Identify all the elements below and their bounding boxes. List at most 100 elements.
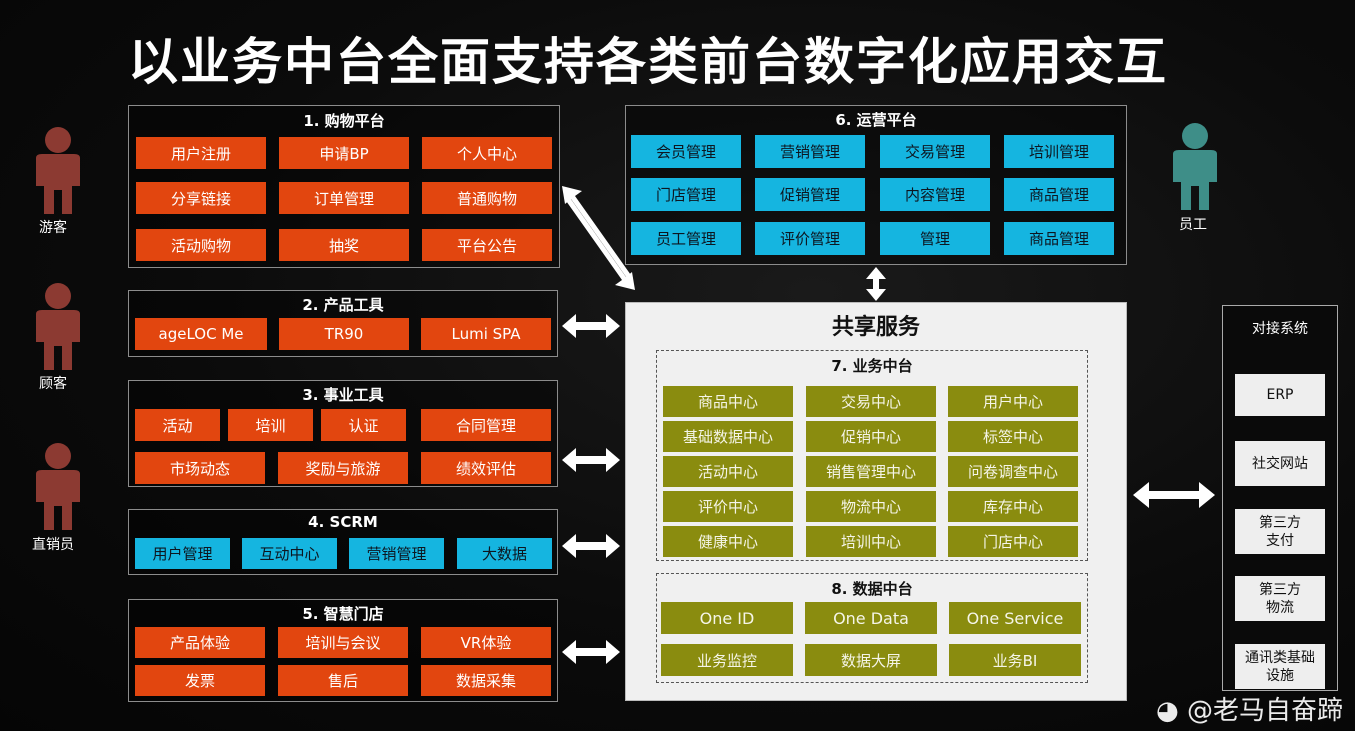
weibo-icon: ◕ — [1156, 696, 1187, 726]
ageloc-me-button[interactable]: ageLOC Me — [135, 318, 267, 350]
erp-button[interactable]: ERP — [1235, 374, 1325, 416]
business-tools-panel: 3. 事业工具 活动 培训 认证 合同管理 市场动态 奖励与旅游 绩效评估 — [128, 380, 558, 487]
rewards-travel-button[interactable]: 奖励与旅游 — [278, 452, 408, 484]
after-sales-button[interactable]: 售后 — [278, 665, 408, 696]
activity-center-button[interactable]: 活动中心 — [663, 456, 793, 487]
staff-management-button[interactable]: 员工管理 — [631, 222, 741, 255]
smart-store-title: 5. 智慧门店 — [302, 605, 384, 623]
business-bi-button[interactable]: 业务BI — [949, 644, 1081, 676]
data-collection-button[interactable]: 数据采集 — [421, 665, 551, 696]
user-center-button[interactable]: 用户中心 — [948, 386, 1078, 417]
integration-arrow-icon — [1133, 482, 1215, 508]
third-party-logistics-button[interactable]: 第三方 物流 — [1235, 576, 1325, 621]
member-management-button[interactable]: 会员管理 — [631, 135, 741, 168]
contract-management-button[interactable]: 合同管理 — [421, 409, 551, 441]
data-mid-title: 8. 数据中台 — [831, 580, 913, 598]
one-service-button[interactable]: One Service — [949, 602, 1081, 634]
transaction-center-button[interactable]: 交易中心 — [806, 386, 936, 417]
operations-platform-title: 6. 运营平台 — [835, 111, 917, 129]
product-tools-arrow-icon — [562, 314, 620, 338]
product-management-button[interactable]: 商品管理 — [1004, 178, 1114, 211]
integration-systems-panel: 对接系统 ERP 社交网站 第三方 支付 第三方 物流 通讯类基础 设施 — [1222, 305, 1338, 691]
training-management-button[interactable]: 培训管理 — [1004, 135, 1114, 168]
visitor-label: 游客 — [39, 220, 67, 236]
certification-button[interactable]: 认证 — [321, 409, 406, 441]
product-tools-title: 2. 产品工具 — [302, 296, 384, 314]
promotion-management-button[interactable]: 促销管理 — [755, 178, 865, 211]
business-mid-platform-box: 7. 业务中台 商品中心 交易中心 用户中心 基础数据中心 促销中心 标签中心 … — [656, 350, 1088, 561]
logistics-center-button[interactable]: 物流中心 — [806, 491, 936, 522]
event-shopping-button[interactable]: 活动购物 — [136, 229, 266, 261]
smart-store-panel: 5. 智慧门店 产品体验 培训与会议 VR体验 发票 售后 数据采集 — [128, 599, 558, 702]
data-screen-button[interactable]: 数据大屏 — [805, 644, 937, 676]
scrm-user-management-button[interactable]: 用户管理 — [135, 538, 230, 569]
training-button[interactable]: 培训 — [228, 409, 313, 441]
activity-button[interactable]: 活动 — [135, 409, 220, 441]
survey-center-button[interactable]: 问卷调查中心 — [948, 456, 1078, 487]
tr90-button[interactable]: TR90 — [279, 318, 409, 350]
telecom-infrastructure-button[interactable]: 通讯类基础 设施 — [1235, 644, 1325, 689]
business-tools-title: 3. 事业工具 — [302, 386, 384, 404]
one-data-button[interactable]: One Data — [805, 602, 937, 634]
order-management-button[interactable]: 订单管理 — [279, 182, 409, 214]
marketing-management-button[interactable]: 营销管理 — [755, 135, 865, 168]
page-title: 以业务中台全面支持各类前台数字化应用交互 — [128, 33, 1168, 91]
scrm-title: 4. SCRM — [308, 513, 378, 531]
content-management-button[interactable]: 内容管理 — [880, 178, 990, 211]
store-center-button[interactable]: 门店中心 — [948, 526, 1078, 557]
performance-eval-button[interactable]: 绩效评估 — [421, 452, 551, 484]
regular-shopping-button[interactable]: 普通购物 — [422, 182, 552, 214]
invoice-button[interactable]: 发票 — [135, 665, 265, 696]
training-meeting-button[interactable]: 培训与会议 — [278, 627, 408, 658]
operations-shared-arrow-icon — [866, 267, 886, 301]
product-management-2-button[interactable]: 商品管理 — [1004, 222, 1114, 255]
inventory-center-button[interactable]: 库存中心 — [948, 491, 1078, 522]
product-experience-button[interactable]: 产品体验 — [135, 627, 265, 658]
weibo-watermark: ◕ @老马自奋蹄 — [1156, 690, 1343, 727]
social-network-button[interactable]: 社交网站 — [1235, 441, 1325, 486]
customer-label: 顾客 — [39, 376, 67, 392]
shopping-platform-title: 1. 购物平台 — [303, 112, 385, 130]
review-management-button[interactable]: 评价管理 — [755, 222, 865, 255]
business-monitor-button[interactable]: 业务监控 — [661, 644, 793, 676]
shared-services-panel: 共享服务 7. 业务中台 商品中心 交易中心 用户中心 基础数据中心 促销中心 … — [625, 302, 1127, 701]
share-link-button[interactable]: 分享链接 — [136, 182, 266, 214]
big-data-button[interactable]: 大数据 — [457, 538, 552, 569]
operations-platform-panel: 6. 运营平台 会员管理 营销管理 交易管理 培训管理 门店管理 促销管理 内容… — [625, 105, 1127, 265]
store-management-button[interactable]: 门店管理 — [631, 178, 741, 211]
vr-experience-button[interactable]: VR体验 — [421, 627, 551, 658]
visitor-person-icon — [36, 127, 80, 214]
tag-center-button[interactable]: 标签中心 — [948, 421, 1078, 452]
shared-services-title: 共享服务 — [831, 315, 920, 340]
market-trends-button[interactable]: 市场动态 — [135, 452, 265, 484]
employee-label: 员工 — [1179, 217, 1207, 233]
product-tools-panel: 2. 产品工具 ageLOC Me TR90 Lumi SPA — [128, 290, 558, 357]
direct-seller-label: 直销员 — [32, 537, 74, 553]
review-center-button[interactable]: 评价中心 — [663, 491, 793, 522]
smart-store-arrow-icon — [562, 640, 620, 664]
platform-announcement-button[interactable]: 平台公告 — [422, 229, 552, 261]
promotion-center-button[interactable]: 促销中心 — [806, 421, 936, 452]
transaction-management-button[interactable]: 交易管理 — [880, 135, 990, 168]
third-party-payment-button[interactable]: 第三方 支付 — [1235, 509, 1325, 554]
integration-systems-title: 对接系统 — [1252, 321, 1308, 337]
data-mid-platform-box: 8. 数据中台 One ID One Data One Service 业务监控… — [656, 573, 1088, 683]
lumi-spa-button[interactable]: Lumi SPA — [421, 318, 551, 350]
watermark-text: @老马自奋蹄 — [1186, 696, 1343, 726]
personal-center-button[interactable]: 个人中心 — [422, 137, 552, 169]
basic-data-center-button[interactable]: 基础数据中心 — [663, 421, 793, 452]
direct-seller-person-icon — [36, 443, 80, 530]
apply-bp-button[interactable]: 申请BP — [279, 137, 409, 169]
product-center-button[interactable]: 商品中心 — [663, 386, 793, 417]
training-center-button[interactable]: 培训中心 — [806, 526, 936, 557]
employee-person-icon — [1173, 123, 1217, 210]
management-button[interactable]: 管理 — [880, 222, 990, 255]
lottery-button[interactable]: 抽奖 — [279, 229, 409, 261]
health-center-button[interactable]: 健康中心 — [663, 526, 793, 557]
user-register-button[interactable]: 用户注册 — [136, 137, 266, 169]
one-id-button[interactable]: One ID — [661, 602, 793, 634]
sales-management-center-button[interactable]: 销售管理中心 — [806, 456, 936, 487]
scrm-marketing-button[interactable]: 营销管理 — [349, 538, 444, 569]
interaction-center-button[interactable]: 互动中心 — [242, 538, 337, 569]
